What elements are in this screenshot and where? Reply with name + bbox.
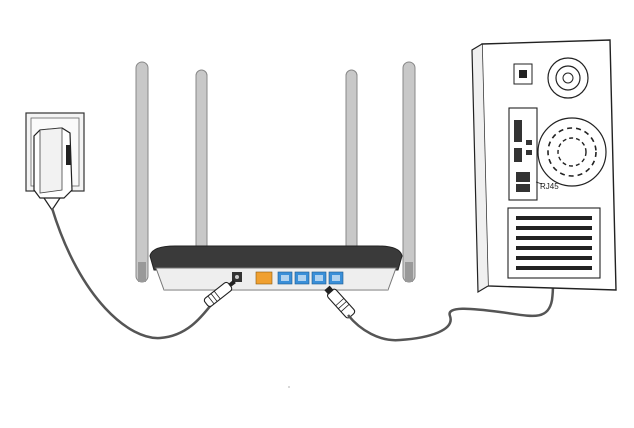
vent-slat [516, 256, 592, 260]
vent-slat [516, 226, 592, 230]
lan-port-4-socket [332, 275, 340, 281]
antenna-2 [195, 69, 208, 271]
vent-slat [516, 216, 592, 220]
router-back-panel [155, 267, 397, 291]
pc-main-fan [537, 117, 607, 187]
antenna-3 [345, 69, 358, 271]
power-adapter [33, 127, 73, 212]
pc-top-fan [547, 57, 589, 99]
pc-vent-grille [507, 207, 601, 279]
vent-slat [516, 246, 592, 250]
lan-port-3-socket [315, 275, 323, 281]
lan-ports [277, 271, 344, 285]
antenna-4 [402, 61, 416, 283]
power-plug-connector [203, 279, 236, 307]
pc-rj45-port [516, 172, 530, 182]
rj45-label: RJ45 [540, 182, 559, 191]
pc-tower: RJ45 [471, 39, 617, 294]
antenna-1 [135, 61, 149, 283]
ethernet-plug-connector [324, 285, 356, 319]
router [149, 245, 403, 291]
lan-port-1-socket [281, 275, 289, 281]
vent-slat [516, 266, 592, 270]
router-top-shell [149, 245, 403, 271]
power-cable [50, 207, 216, 340]
router-antennas [135, 61, 416, 283]
vent-slat [516, 236, 592, 240]
lan-port-2-socket [298, 275, 306, 281]
wan-port [255, 271, 273, 285]
